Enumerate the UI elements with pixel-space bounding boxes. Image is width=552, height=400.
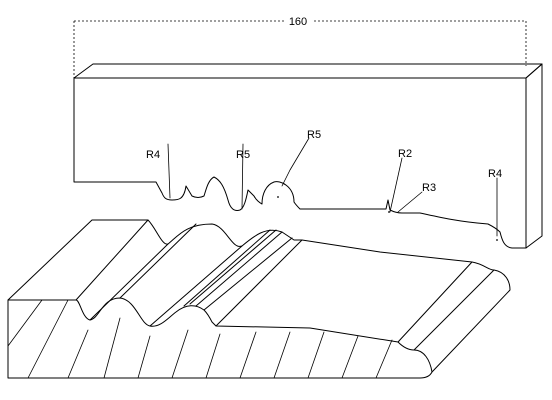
center-mark-bead [277, 196, 279, 198]
leader-r3 [397, 191, 423, 213]
radius-label: R5 [236, 149, 250, 161]
radius-label: R4 [488, 168, 502, 180]
lower-ridge [203, 237, 293, 311]
lower-ridge [397, 261, 473, 343]
lower-ridge [183, 229, 271, 307]
lower-ridge [195, 231, 283, 307]
radius-label: R3 [422, 182, 436, 194]
center-mark-r2 [388, 211, 390, 213]
lower-ridge [119, 223, 197, 299]
lower-ridge [89, 243, 169, 321]
upper-moulding-piece: R4 R5 R5 R2 R3 R4 [73, 63, 543, 249]
leader-r5-bead [281, 137, 310, 187]
lower-front-profile [7, 297, 433, 373]
radius-label: R5 [307, 129, 321, 141]
lower-ridge [413, 269, 495, 351]
leader-r4-left [167, 143, 171, 199]
dimension-value: 160 [289, 16, 307, 28]
lower-ridge [149, 245, 243, 327]
upper-front-profile [73, 77, 527, 249]
upper-end-face [525, 63, 543, 249]
lower-ridge [189, 229, 277, 305]
leader-r2 [389, 157, 403, 213]
center-mark-r4-right [496, 239, 498, 241]
lower-ridge [215, 239, 303, 327]
dimension-text-gap [284, 13, 312, 27]
upper-top-face [73, 63, 543, 79]
dimension-160: 160 [73, 13, 527, 78]
lower-ridge [75, 219, 149, 301]
leader-r5-groove [241, 143, 244, 210]
lower-outline [7, 219, 511, 379]
lower-cutter-piece [7, 219, 511, 379]
radius-label: R4 [146, 149, 160, 161]
radius-label: R2 [398, 148, 412, 160]
section-hatching [7, 299, 393, 379]
